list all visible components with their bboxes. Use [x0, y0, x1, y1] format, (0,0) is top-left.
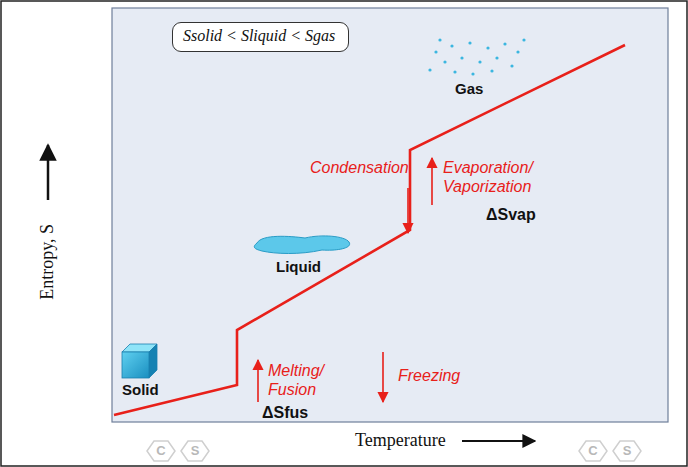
process-label: Melting/ Fusion [268, 361, 348, 399]
watermark: C [588, 443, 597, 459]
process-label: Freezing [398, 366, 460, 385]
axis-title: Temperature [355, 430, 446, 452]
process-label: Evaporation/ Vaporization [443, 158, 573, 196]
process-label: Condensation [310, 158, 409, 177]
phase-name: Liquid [276, 258, 321, 276]
gas-particles [428, 38, 525, 75]
phase-name: Gas [455, 80, 483, 98]
box-text: Ssolid < Sliquid < Sgas [183, 27, 338, 45]
liquid-puddle [254, 236, 349, 254]
entropy-change: ΔSvap [486, 205, 536, 224]
axis-title: Entropy, S [37, 224, 59, 300]
watermark: C [156, 443, 165, 459]
watermark: S [623, 443, 632, 459]
inequality-box: Ssolid < Sliquid < Sgas [172, 22, 349, 52]
ice-cube [122, 344, 157, 378]
phase-name: Solid [122, 381, 159, 399]
watermark: S [191, 443, 200, 459]
entropy-change: ΔSfus [262, 403, 308, 422]
